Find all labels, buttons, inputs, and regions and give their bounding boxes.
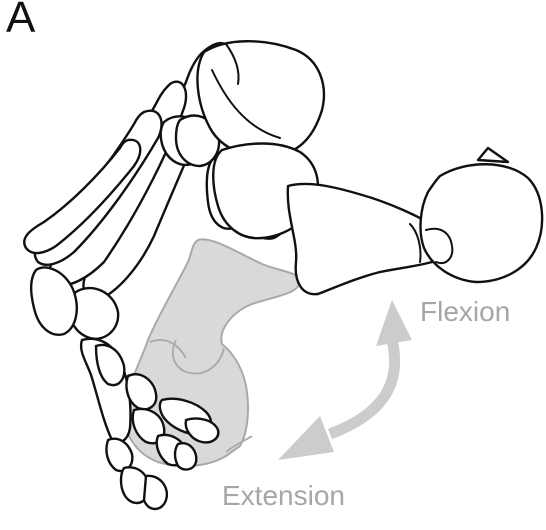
toe-tip [144, 476, 167, 509]
phalanx-cluster-5 [175, 443, 196, 469]
calcaneus-tuberosity [421, 164, 543, 282]
panel-label: A [6, 0, 35, 40]
flexion-label: Flexion [420, 298, 510, 326]
flexion-extension-arrow [278, 300, 412, 460]
arrow-shaft [330, 340, 395, 434]
extension-arrowhead [278, 416, 334, 460]
extension-label: Extension [222, 482, 345, 510]
flexion-arrowhead [376, 300, 412, 346]
calcaneus [288, 184, 432, 294]
calcaneus-posterior-process [478, 148, 508, 162]
